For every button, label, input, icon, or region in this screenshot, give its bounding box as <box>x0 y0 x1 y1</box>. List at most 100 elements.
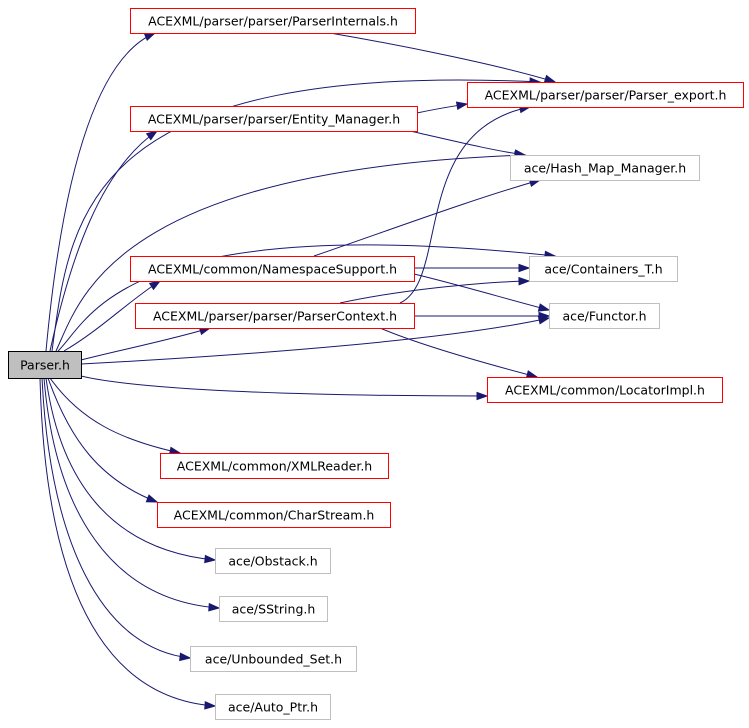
node-box <box>487 377 723 403</box>
arrowhead-icon <box>525 370 539 379</box>
edge-line <box>43 377 220 609</box>
edge-line <box>409 130 526 156</box>
node-hash-map-manager[interactable]: ace/Hash_Map_Manager.h <box>510 155 700 181</box>
node-containers-t[interactable]: ace/Containers_T.h <box>529 256 678 282</box>
arrowhead-icon <box>148 280 162 291</box>
edge-namespace-support-to-hash-map-manager <box>313 178 542 257</box>
arrowhead-icon <box>179 652 192 662</box>
edge-parser-context-to-locator-impl <box>379 327 539 379</box>
edge-line <box>80 375 488 397</box>
edge-parser-h-to-parser-context <box>80 326 212 361</box>
edge-parser-internals-to-parser-export <box>329 32 557 84</box>
edge-line <box>313 179 541 257</box>
edge-line <box>45 377 216 561</box>
node-box <box>219 596 328 622</box>
node-label: ACEXML/parser/parser/ParserContext.h <box>153 309 397 324</box>
node-box <box>160 453 389 479</box>
node-xml-reader[interactable]: ACEXML/common/XMLReader.h <box>160 453 389 479</box>
edge-parser-h-to-sstring <box>43 377 221 612</box>
edge-namespace-support-to-functor <box>413 273 551 312</box>
node-unbounded-set[interactable]: ace/Unbounded_Set.h <box>190 646 357 672</box>
node-label: ACEXML/common/CharStream.h <box>174 508 375 523</box>
node-box <box>510 155 700 181</box>
arrowhead-icon <box>518 276 531 286</box>
node-label: ACEXML/parser/parser/Entity_Manager.h <box>148 112 400 127</box>
edge-line <box>379 327 538 378</box>
arrowhead-icon <box>145 130 159 141</box>
arrowhead-icon <box>208 602 221 612</box>
node-label: ace/SString.h <box>232 602 316 617</box>
arrowhead-icon <box>204 700 217 710</box>
edge-line <box>41 377 191 659</box>
edge-entity-manager-to-parser-export <box>416 101 469 114</box>
edge-parser-context-to-functor <box>413 311 551 321</box>
node-box <box>8 351 82 379</box>
node-label: ACEXML/common/NamespaceSupport.h <box>148 262 397 277</box>
node-label: ace/Obstack.h <box>228 554 317 569</box>
node-box <box>549 303 660 329</box>
node-box <box>130 106 418 132</box>
node-namespace-support[interactable]: ACEXML/common/NamespaceSupport.h <box>130 256 415 282</box>
edge-line <box>49 377 181 454</box>
node-parser-context[interactable]: ACEXML/parser/parser/ParserContext.h <box>135 303 415 329</box>
node-entity-manager[interactable]: ACEXML/parser/parser/Entity_Manager.h <box>130 106 418 132</box>
node-auto-ptr[interactable]: ace/Auto_Ptr.h <box>215 694 331 720</box>
node-box <box>130 8 416 34</box>
edge-parser-h-to-obstack <box>45 377 217 564</box>
arrowhead-icon <box>455 101 469 110</box>
node-label: Parser.h <box>20 358 70 373</box>
edge-line <box>51 79 541 352</box>
node-functor[interactable]: ace/Functor.h <box>549 303 660 329</box>
node-parser-export[interactable]: ACEXML/parser/parser/Parser_export.h <box>467 82 744 108</box>
edge-parser-h-to-auto-ptr <box>39 377 217 710</box>
edge-parser-h-to-unbounded-set <box>41 377 192 662</box>
node-box <box>215 694 331 720</box>
node-locator-impl[interactable]: ACEXML/common/LocatorImpl.h <box>487 377 723 403</box>
edge-line <box>80 317 550 365</box>
edge-line <box>49 130 158 352</box>
edge-parser-h-to-entity-manager <box>49 130 159 352</box>
node-label: ACEXML/parser/parser/ParserInternals.h <box>148 14 398 29</box>
edge-parser-h-to-char-stream <box>47 377 159 503</box>
edge-parser-context-to-containers-t <box>339 276 531 304</box>
edge-line <box>399 106 531 304</box>
node-box <box>130 256 415 282</box>
arrowhead-icon <box>143 32 157 42</box>
node-label: ACEXML/common/LocatorImpl.h <box>505 383 705 398</box>
node-parser-internals[interactable]: ACEXML/parser/parser/ParserInternals.h <box>130 8 416 34</box>
node-sstring[interactable]: ace/SString.h <box>219 596 328 622</box>
edge-line <box>63 280 161 352</box>
node-char-stream[interactable]: ACEXML/common/CharStream.h <box>157 502 391 528</box>
node-label: ACEXML/common/XMLReader.h <box>177 459 372 474</box>
edge-line <box>339 280 530 304</box>
node-label: ace/Auto_Ptr.h <box>228 700 318 715</box>
edge-line <box>45 32 156 352</box>
node-parser-h: Parser.h <box>8 351 82 379</box>
node-box <box>135 303 415 329</box>
arrowhead-icon <box>476 391 489 401</box>
edge-line <box>39 377 216 707</box>
node-label: ace/Containers_T.h <box>544 262 662 277</box>
edge-namespace-support-to-containers-t <box>414 263 531 273</box>
arrowhead-icon <box>145 494 159 503</box>
arrowhead-icon <box>543 74 557 84</box>
arrowhead-icon <box>204 554 217 564</box>
node-obstack[interactable]: ace/Obstack.h <box>215 548 331 574</box>
node-box <box>190 646 357 672</box>
nodes-layer: Parser.h ACEXML/parser/parser/ParserInter… <box>8 8 744 720</box>
edge-line <box>55 154 526 352</box>
arrowhead-icon <box>537 303 551 312</box>
node-box <box>467 82 744 108</box>
node-box <box>157 502 391 528</box>
arrowhead-icon <box>538 311 551 321</box>
node-box <box>215 548 331 574</box>
node-label: ACEXML/parser/parser/Parser_export.h <box>485 88 727 103</box>
arrowhead-icon <box>518 263 531 273</box>
edge-entity-manager-to-hash-map-manager <box>409 130 527 158</box>
edge-parser-h-to-namespace-support <box>63 280 162 352</box>
node-label: ace/Functor.h <box>562 309 646 324</box>
edge-line <box>80 327 211 361</box>
edge-line <box>47 377 158 503</box>
